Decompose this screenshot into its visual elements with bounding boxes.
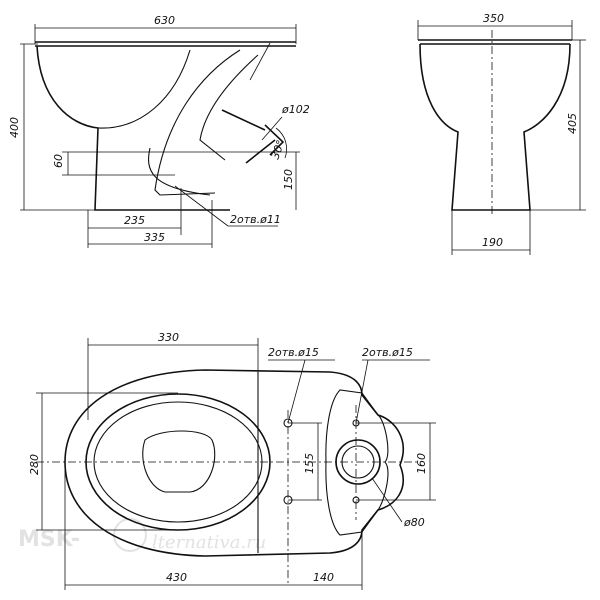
top-view: 330 280 430 140 155 160 2отв.ø15 2отв.ø1… (28, 331, 436, 590)
side-trapway-inner (199, 54, 259, 161)
dim-tank-spacing: 160 (415, 453, 428, 474)
dim-hole-spacing: 155 (303, 453, 316, 474)
dim-outlet-height: 150 (282, 169, 295, 190)
side-outlet (221, 109, 285, 164)
dim-arc-30 (275, 127, 288, 159)
dim-outlet-diameter: ø102 (281, 103, 310, 116)
side-foot (147, 147, 211, 196)
dim-bowl-width: 280 (28, 454, 41, 475)
dim-bowl-length: 430 (166, 571, 187, 584)
dim-seat-length: 330 (158, 331, 179, 344)
front-view: 350 405 190 (417, 12, 586, 255)
dim-base-width: 190 (482, 236, 503, 249)
dim-front-height: 405 (566, 113, 579, 134)
leader-fixing-holes (174, 185, 229, 227)
side-bowl-outer (36, 45, 230, 211)
dim-floor-to-fixing: 335 (144, 231, 165, 244)
label-fixing-holes: 2отв.ø11 (230, 213, 281, 226)
leader-seat-holes (287, 359, 306, 424)
side-tank-edge (249, 42, 271, 81)
dim-overall-length: 630 (154, 14, 175, 27)
watermark: MSK- lternativa.ru (18, 518, 266, 553)
top-seat-outer (85, 393, 271, 531)
leader-tank-holes (355, 359, 369, 424)
dim-front-width: 350 (483, 12, 504, 25)
label-seat-holes: 2отв.ø15 (268, 346, 319, 359)
side-view: 630 400 60 150 ø102 30° 235 335 2отв.ø11 (8, 14, 310, 248)
dim-floor-to-outlet: 235 (124, 214, 145, 227)
label-tank-holes: 2отв.ø15 (362, 346, 413, 359)
watermark-right-text: lternativa.ru (152, 532, 266, 553)
label-inlet-diameter: ø80 (403, 516, 425, 529)
top-bowl-opening (142, 430, 216, 493)
side-trapway-outer (154, 49, 241, 196)
top-outer-contour (64, 369, 405, 557)
leader-inlet (371, 477, 403, 523)
dim-tank-offset: 140 (313, 571, 334, 584)
dim-outlet-angle: 30° (269, 138, 288, 161)
top-tank-area (325, 389, 389, 536)
dim-height: 400 (8, 117, 21, 138)
side-bowl-inner (97, 49, 191, 129)
watermark-left-text: MSK- (18, 527, 80, 552)
watermark-logo (113, 518, 147, 552)
dim-inlet-height: 60 (52, 154, 65, 168)
front-body (419, 43, 571, 211)
